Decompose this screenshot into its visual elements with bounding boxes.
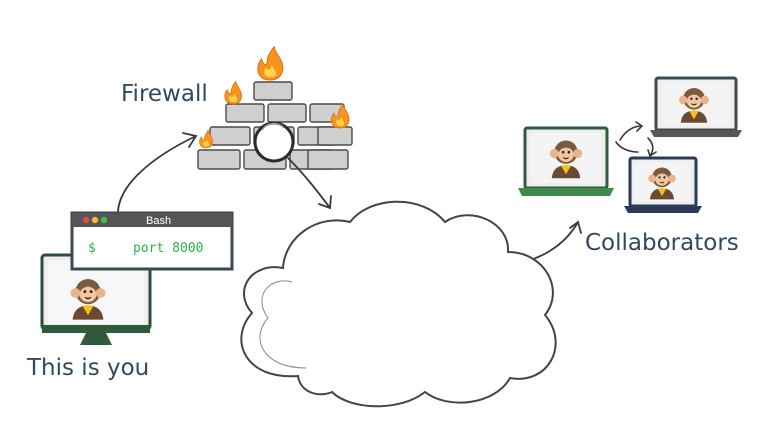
- terminal-prompt: $: [88, 241, 96, 256]
- cloud-icon: [240, 200, 557, 408]
- collaborator-laptop-top: [650, 76, 742, 137]
- sync-arrows-icon: [615, 121, 657, 158]
- collaborators-label: Collaborators: [585, 230, 739, 256]
- you-label: This is you: [26, 355, 149, 381]
- firewall-label: Firewall: [121, 81, 208, 107]
- arrow-you-to-firewall: [117, 132, 198, 212]
- bash-terminal-window: Bash $ port 8000: [70, 211, 234, 271]
- collaborator-laptop-left: [518, 126, 614, 196]
- arrow-firewall-to-cloud: [287, 157, 332, 210]
- collaborator-laptop-bottom: [624, 156, 702, 213]
- magnifier-icon: [253, 121, 295, 163]
- terminal-title: Bash: [146, 215, 171, 227]
- your-monitor: [40, 253, 152, 345]
- terminal-command: port 8000: [133, 241, 203, 256]
